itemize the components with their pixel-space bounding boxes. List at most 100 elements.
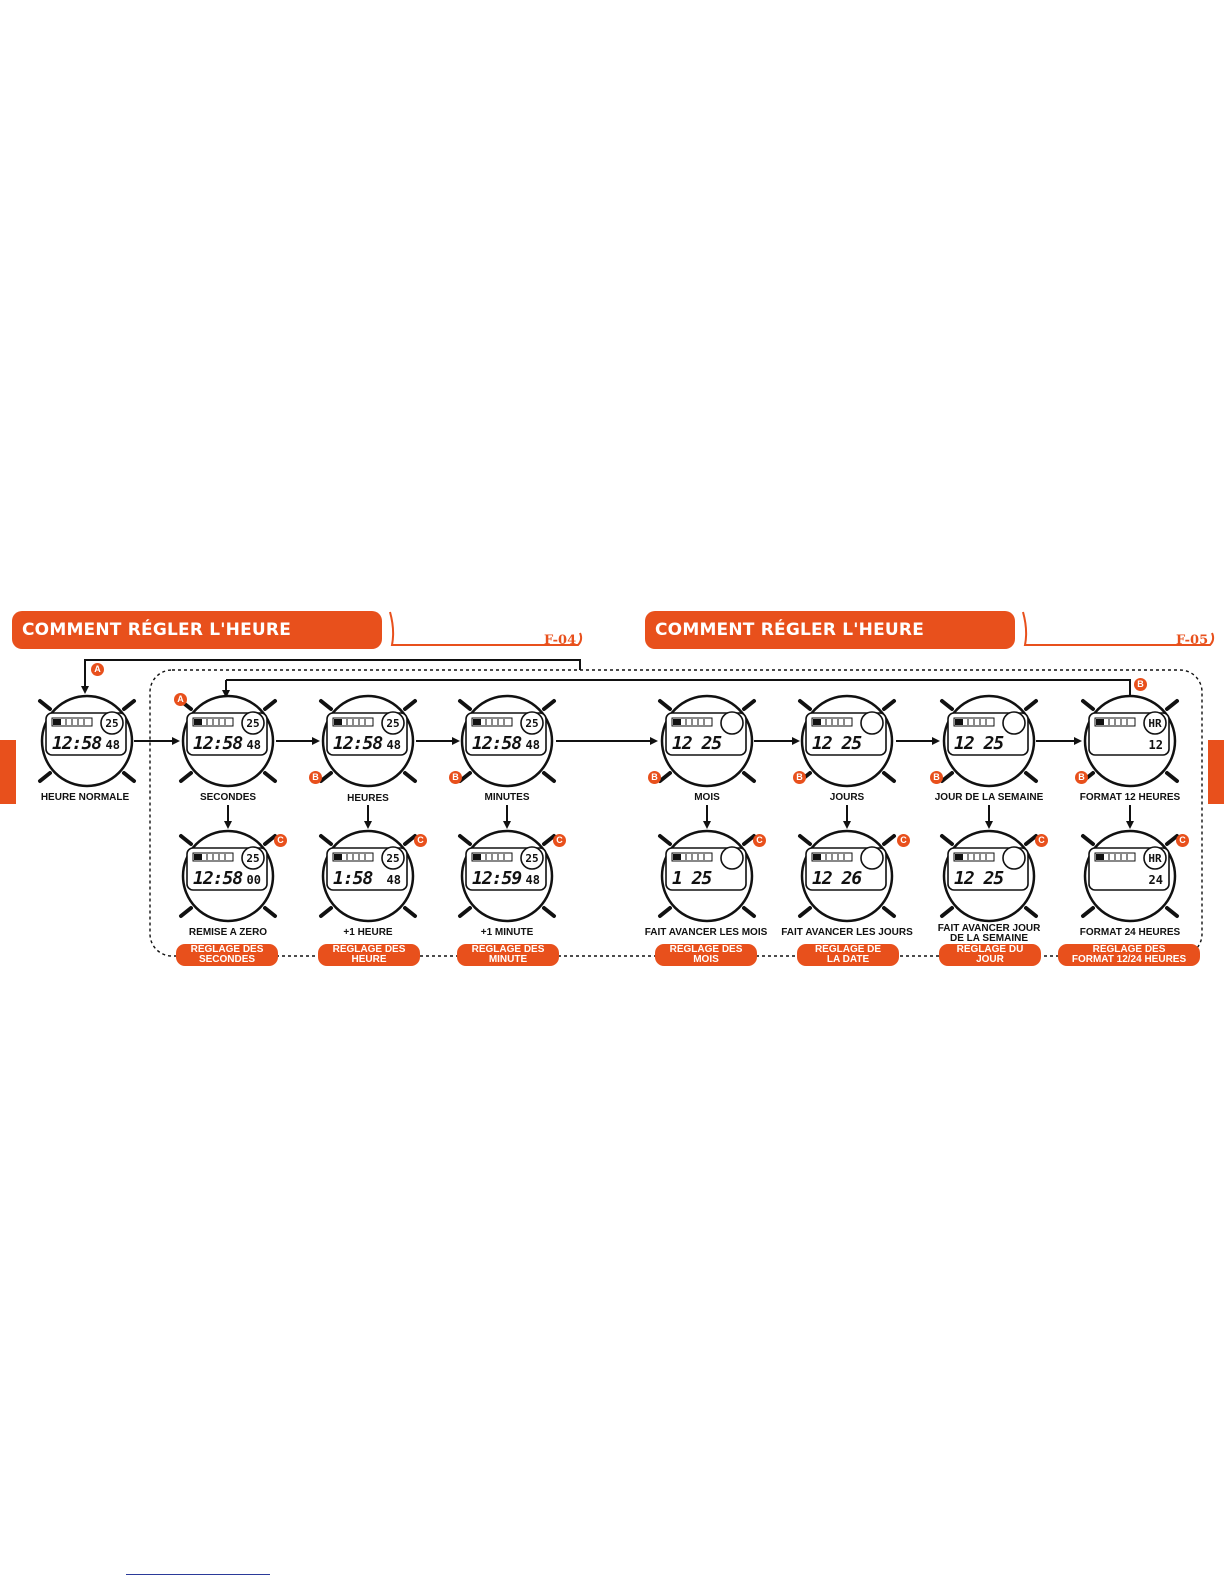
watch-face: 25 12:58 48 — [319, 694, 417, 788]
watch-seconds-display: 48 — [387, 738, 401, 752]
watch-sub-display: HR — [1148, 852, 1162, 865]
watch-face: 25 12:58 48 — [458, 694, 556, 788]
button-a-marker: A — [91, 663, 104, 676]
caption-minutes: MINUTES — [484, 792, 530, 803]
badge-line1: RÉGLAGE DES — [471, 944, 545, 955]
button-c-marker: C — [553, 834, 566, 847]
watch-face: 25 12:59 48 — [458, 829, 556, 923]
badge-line2: JOUR — [976, 954, 1004, 965]
watch-face: 12 25 — [940, 829, 1038, 923]
watch-seconds-display: 48 — [526, 738, 540, 752]
badge-line1: RÉGLAGE DES — [332, 944, 406, 955]
badge-line2: SECONDES — [198, 954, 256, 965]
button-c-marker: C — [414, 834, 427, 847]
button-c-marker: C — [274, 834, 287, 847]
button-b-marker: B — [1134, 678, 1147, 691]
watch-seconds-display: 12 — [1149, 738, 1163, 752]
button-a-marker: A — [174, 693, 187, 706]
watch-sub-display: 25 — [246, 717, 259, 730]
badge-line2: LA DATE — [826, 954, 870, 965]
button-b-marker: B — [1075, 771, 1088, 784]
caption-advance-month: FAIT AVANCER LES MOIS — [644, 927, 768, 938]
watch-seconds-display: 48 — [247, 738, 261, 752]
right-edge-tab — [1208, 740, 1224, 804]
watch-face: 12 25 — [798, 694, 896, 788]
watch-sub-display: 25 — [525, 717, 538, 730]
button-c-marker: C — [897, 834, 910, 847]
badge-line2: MINUTE — [488, 954, 528, 965]
caption-weekday: JOUR DE LA SEMAINE — [934, 792, 1044, 803]
watch-face: 25 12:58 48 — [179, 694, 277, 788]
setting-badge-hour: RÉGLAGE DES HEURE — [318, 944, 420, 966]
watch-face: 12 26 — [798, 829, 896, 923]
badge-line1: RÉGLAGE DU — [956, 944, 1024, 955]
left-edge-tab — [0, 740, 16, 804]
watch-seconds-display: 24 — [1149, 873, 1163, 887]
watch-main-display: 12 25 — [954, 733, 1004, 754]
setting-badge-12-24-format: RÉGLAGE DES FORMAT 12/24 HEURES — [1058, 944, 1200, 966]
badge-line1: RÉGLAGE DES — [1092, 944, 1166, 955]
setting-badge-day: RÉGLAGE DU JOUR — [939, 944, 1041, 966]
watch-seconds-display: 48 — [387, 873, 401, 887]
watch-face: 25 1:58 48 — [319, 829, 417, 923]
watch-main-display: 12 25 — [672, 733, 722, 754]
watch-sub-display: 25 — [386, 852, 399, 865]
setting-badge-minute: RÉGLAGE DES MINUTE — [457, 944, 559, 966]
caption-plus-hour: +1 HEURE — [343, 927, 393, 938]
caption-hours: HEURES — [347, 793, 389, 804]
watch-main-display: 12:58 — [333, 733, 382, 754]
watch-sub-display: 25 — [105, 717, 118, 730]
watch-seconds-display: 48 — [106, 738, 120, 752]
watch-sub-display: 25 — [246, 852, 259, 865]
watch-sub-display: 25 — [525, 852, 538, 865]
watch-face: HR 12 — [1081, 694, 1179, 788]
watch-face: 25 12:58 00 — [179, 829, 277, 923]
badge-line1: RÉGLAGE DES — [669, 944, 743, 955]
setting-badge-date: RÉGLAGE DE LA DATE — [797, 944, 899, 966]
caption-seconds: SECONDES — [199, 792, 257, 803]
button-b-marker: B — [648, 771, 661, 784]
watch-face: 12 25 — [658, 694, 756, 788]
panel-title-left: COMMENT RÉGLER L'HEURE NORMALE — [12, 611, 382, 678]
watch-sub-display: HR — [1148, 717, 1162, 730]
button-b-marker: B — [930, 771, 943, 784]
badge-line2: MOIS — [693, 954, 719, 965]
watch-main-display: 1:58 — [333, 868, 373, 889]
button-b-marker: B — [449, 771, 462, 784]
panel-title-right: COMMENT RÉGLER L'HEURE NORMALE — [645, 611, 1015, 678]
badge-line2: FORMAT 12/24 HEURES — [1071, 954, 1187, 965]
caption-advance-weekday-line1: FAIT AVANCER JOUR — [937, 923, 1041, 934]
watch-main-display: 12:58 — [472, 733, 521, 754]
caption-month: MOIS — [694, 792, 720, 803]
badge-line2: HEURE — [351, 954, 387, 965]
caption-plus-minute: +1 MINUTE — [480, 927, 534, 938]
watch-main-display: 12:59 — [472, 868, 521, 889]
watch-main-display: 12 25 — [812, 733, 862, 754]
watch-main-display: 12 26 — [812, 868, 862, 889]
button-b-marker: B — [793, 771, 806, 784]
badge-line1: RÉGLAGE DES — [190, 944, 264, 955]
watch-seconds-display: 00 — [247, 873, 261, 887]
caption-advance-days: FAIT AVANCER LES JOURS — [781, 927, 913, 938]
watch-main-display: 12:58 — [193, 733, 242, 754]
caption-reset: REMISE A ZERO — [188, 927, 268, 938]
setting-badge-seconds: RÉGLAGE DES SECONDES — [176, 944, 278, 966]
caption-24h-format: FORMAT 24 HEURES — [1079, 927, 1181, 938]
button-c-marker: C — [1035, 834, 1048, 847]
watch-seconds-display: 48 — [526, 873, 540, 887]
flow-diagram-lines — [81, 611, 1215, 957]
caption-normal-time: HEURE NORMALE — [40, 792, 130, 803]
footnote-rule — [126, 1574, 270, 1575]
caption-12h-format: FORMAT 12 HEURES — [1079, 792, 1181, 803]
watch-main-display: 12 25 — [954, 868, 1004, 889]
caption-days: JOURS — [829, 792, 865, 803]
watch-face: 12 25 — [940, 694, 1038, 788]
watch-main-display: 12:58 — [52, 733, 101, 754]
button-c-marker: C — [753, 834, 766, 847]
caption-advance-weekday-line2: DE LA SEMAINE — [950, 933, 1028, 944]
setting-badge-month: RÉGLAGE DES MOIS — [655, 944, 757, 966]
watch-main-display: 1 25 — [672, 868, 713, 889]
badge-line1: RÉGLAGE DE — [814, 944, 882, 955]
watch-sub-display: 25 — [386, 717, 399, 730]
watch-main-display: 12:58 — [193, 868, 242, 889]
